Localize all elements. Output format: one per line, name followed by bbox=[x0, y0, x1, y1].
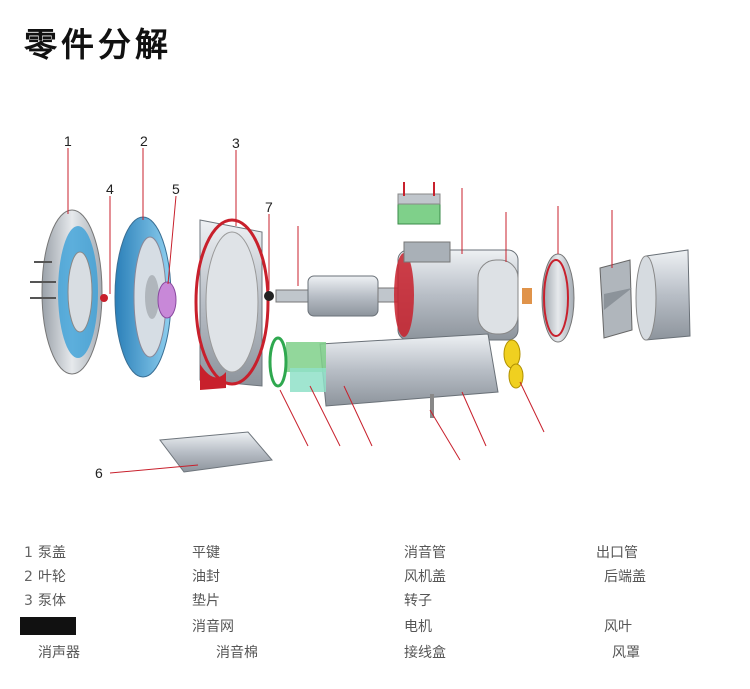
legend-item: 电机 bbox=[404, 619, 432, 635]
key-part bbox=[100, 294, 108, 302]
bearing-part bbox=[522, 288, 532, 304]
legend-item: 风叶 bbox=[604, 619, 632, 635]
gasket-part bbox=[157, 281, 177, 319]
page-title: 零件分解 bbox=[24, 25, 172, 64]
exploded-view-diagram: 1 2 3 4 5 6 7 bbox=[30, 133, 691, 481]
silencer-assembly-part bbox=[268, 333, 524, 418]
fan-cover-part bbox=[635, 249, 691, 341]
redaction-block bbox=[20, 617, 76, 635]
legend-item: 风机盖 bbox=[404, 569, 446, 585]
callout-1: 1 bbox=[64, 133, 72, 149]
callout-6: 6 bbox=[95, 465, 103, 481]
legend-item: 消音管 bbox=[404, 545, 446, 561]
leader-lines bbox=[67, 148, 613, 474]
pump-body-part bbox=[194, 218, 270, 390]
legend-item: 接线盒 bbox=[404, 645, 446, 661]
rear-end-cover-part bbox=[541, 253, 575, 343]
legend-item: 油封 bbox=[192, 569, 220, 585]
legend-item: 后端盖 bbox=[604, 569, 646, 585]
callout-2: 2 bbox=[140, 133, 148, 149]
legend-item: 消音网 bbox=[192, 619, 234, 635]
callout-4: 4 bbox=[106, 181, 114, 197]
base-plate-part bbox=[159, 431, 273, 473]
legend-item: 垫片 bbox=[192, 593, 220, 609]
callout-3: 3 bbox=[232, 135, 240, 151]
callout-5: 5 bbox=[172, 181, 180, 197]
rotor-part bbox=[275, 275, 401, 317]
legend-item: 出口管 bbox=[596, 545, 638, 561]
legend-item: 消声器 bbox=[38, 645, 80, 661]
impeller-part bbox=[114, 216, 172, 378]
motor-part bbox=[394, 241, 519, 341]
callout-7: 7 bbox=[265, 199, 273, 215]
junction-box-part bbox=[397, 182, 441, 225]
o-ring-part bbox=[264, 291, 274, 301]
legend-item: 平键 bbox=[192, 545, 220, 561]
legend-item: 风罩 bbox=[612, 645, 640, 661]
fan-blade-part bbox=[599, 259, 633, 339]
legend-item: 转子 bbox=[404, 593, 432, 609]
legend-item: 消音棉 bbox=[216, 645, 258, 661]
pump-cover-part bbox=[30, 209, 103, 375]
